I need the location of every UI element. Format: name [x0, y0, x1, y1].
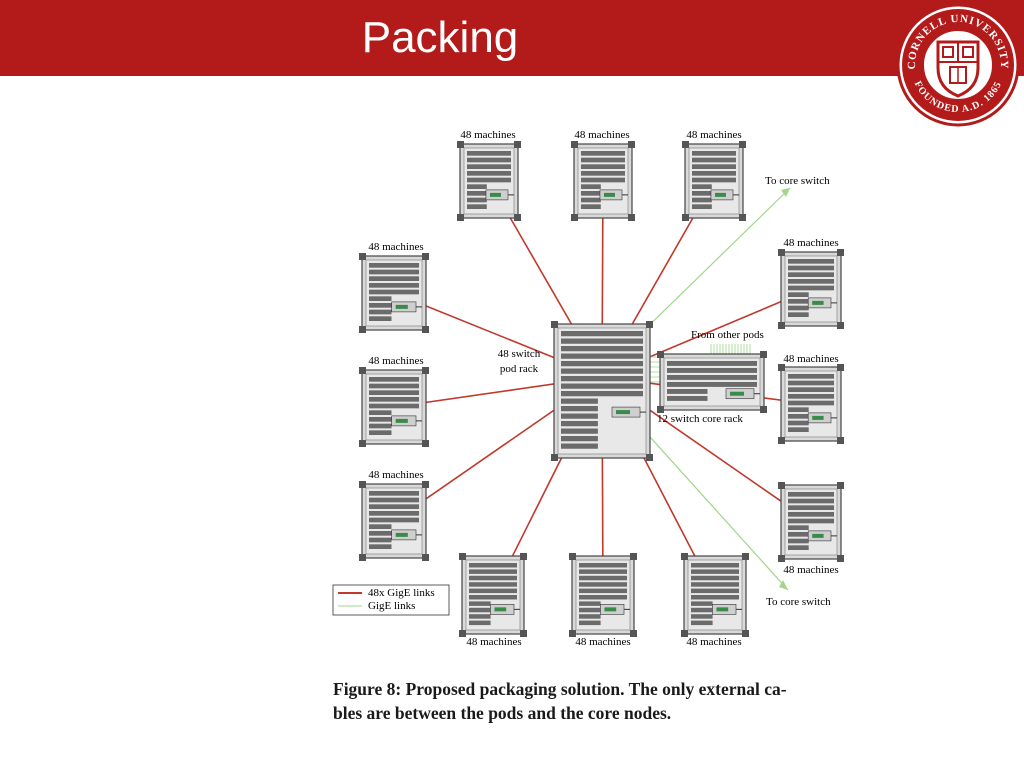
- machine-rack: [569, 553, 637, 637]
- arrowhead-icon: [779, 580, 788, 590]
- machines-label: 48 machines: [368, 355, 423, 367]
- title-bar: Packing: [0, 0, 1024, 76]
- pod-rack-label: pod rack: [500, 363, 539, 375]
- machines-label: 48 machines: [783, 237, 838, 249]
- machines-label: 48 machines: [466, 636, 521, 648]
- machine-rack: [359, 253, 429, 333]
- machine-rack: [681, 553, 749, 637]
- machines-label: 48 machines: [686, 636, 741, 648]
- figure-caption: Figure 8: Proposed packaging solution. T…: [333, 677, 878, 725]
- machines-label: 48 machines: [686, 129, 741, 141]
- from-other-pods-label: From other pods: [691, 329, 764, 341]
- core-switch-rack: [657, 351, 767, 413]
- machine-rack: [359, 481, 429, 561]
- gige-link: [631, 187, 791, 343]
- to-core-switch-bottom-label: To core switch: [766, 596, 831, 608]
- cornell-seal-icon: CORNELL UNIVERSITY FOUNDED A.D. 1865: [895, 2, 1021, 128]
- caption-line: bles are between the pods and the core n…: [333, 703, 672, 723]
- machines-label: 48 machines: [783, 353, 838, 365]
- caption-line: Figure 8: Proposed packaging solution. T…: [333, 679, 787, 699]
- machine-rack: [459, 553, 527, 637]
- legend-red-label: 48x GigE links: [368, 587, 435, 599]
- arrowhead-icon: [781, 188, 790, 197]
- machines-label: 48 machines: [574, 129, 629, 141]
- machines-label: 48 machines: [368, 469, 423, 481]
- gige-link: [631, 416, 789, 591]
- packaging-figure: 48 machines 48 machines 48 machines 48 m…: [330, 122, 860, 662]
- legend: 48x GigE links GigE links: [332, 584, 450, 616]
- machines-label: 48 machines: [460, 129, 515, 141]
- machine-rack: [457, 141, 521, 221]
- pod-rack-label: 48 switch: [498, 348, 541, 360]
- machines-label: 48 machines: [368, 241, 423, 253]
- machines-label: 48 machines: [575, 636, 630, 648]
- machine-rack: [778, 482, 844, 562]
- core-rack-label: 12 switch core rack: [657, 413, 743, 425]
- pod-switch-rack: [551, 321, 653, 461]
- machine-rack: [778, 364, 844, 444]
- machine-rack: [778, 249, 844, 329]
- machines-label: 48 machines: [783, 564, 838, 576]
- machine-rack: [359, 367, 429, 447]
- legend-green-label: GigE links: [368, 600, 415, 612]
- slide-title: Packing: [361, 13, 519, 62]
- machine-rack: [571, 141, 635, 221]
- machine-rack: [682, 141, 746, 221]
- to-core-switch-top-label: To core switch: [765, 175, 830, 187]
